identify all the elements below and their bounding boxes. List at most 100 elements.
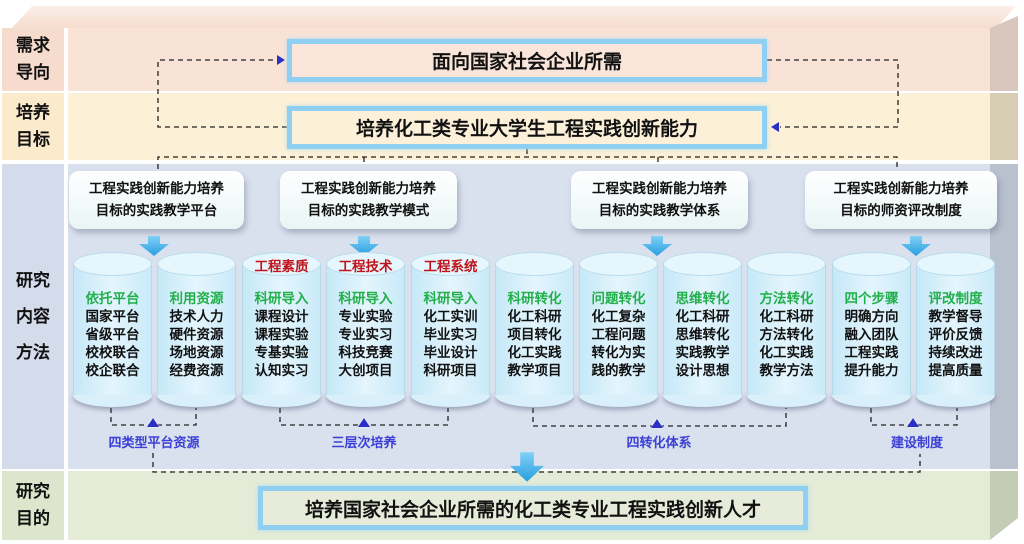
group-label-institution: 建设制度 bbox=[890, 436, 943, 451]
cylinder: 工程系统科研导入化工实训毕业实习毕业设计科研项目 bbox=[411, 252, 490, 407]
cylinder-text: 利用资源技术人力硬件资源场地资源经费资源 bbox=[157, 290, 236, 380]
down-arrow-icon bbox=[139, 236, 169, 256]
cylinder-text: 评改制度教学督导评价反馈持续改进提高质量 bbox=[916, 290, 995, 380]
cylinder-body bbox=[157, 264, 236, 395]
cylinder-item: 化工科研 bbox=[675, 309, 730, 325]
cylinder-item: 评价反馈 bbox=[928, 327, 983, 343]
connector-goal-to-demand bbox=[157, 59, 287, 128]
cylinder-header: 工程系统 bbox=[423, 259, 478, 275]
down-arrow-icon bbox=[901, 236, 931, 256]
cylinder-title: 思维转化 bbox=[675, 291, 730, 307]
cylinder-body bbox=[579, 264, 658, 395]
triangle-pointer-icon bbox=[651, 419, 663, 428]
cylinder-text: 科研转化化工科研项目转化化工实践教学项目 bbox=[495, 290, 574, 380]
cylinder-item: 化工科研 bbox=[759, 309, 814, 325]
cylinder: 依托平台国家平台省级平台校校联合校企联合 bbox=[73, 252, 152, 407]
row-label-text: 方法 bbox=[16, 342, 50, 363]
cylinder-text: 四个步骤明确方向融入团队工程实践提升能力 bbox=[832, 290, 911, 380]
goal-box-system-institution: 工程实践创新能力培养 目标的师资评改制度 bbox=[805, 171, 997, 229]
connector-demand-to-goal bbox=[767, 59, 899, 128]
cylinder-item: 省级平台 bbox=[85, 327, 140, 343]
cylinder-item: 科技竞赛 bbox=[338, 345, 393, 361]
bracket-group-4 bbox=[870, 408, 958, 426]
cylinder-header: 工程技术 bbox=[338, 259, 393, 275]
row-label-purpose: 研究目的 bbox=[2, 471, 66, 540]
row-label-demand: 需求导向 bbox=[2, 28, 66, 91]
goal-box-line: 工程实践创新能力培养 bbox=[301, 181, 436, 197]
cylinder-item: 融入团队 bbox=[844, 327, 899, 343]
down-arrow-icon bbox=[642, 236, 672, 256]
cylinder-item: 硬件资源 bbox=[169, 327, 224, 343]
cylinder: 四个步骤明确方向融入团队工程实践提升能力 bbox=[832, 252, 911, 407]
demand-title: 面向国家社会企业所需 bbox=[431, 51, 622, 73]
row-label-content: 研究内容方法 bbox=[2, 164, 66, 469]
cylinder: 科研转化化工科研项目转化化工实践教学项目 bbox=[495, 252, 574, 407]
cylinder: 方法转化化工科研方法转化化工实践教学方法 bbox=[747, 252, 826, 407]
row-label-text: 内容 bbox=[16, 306, 50, 327]
cylinder: 思维转化化工科研思维转化实践教学设计思想 bbox=[663, 252, 742, 407]
row-label-text: 导向 bbox=[16, 62, 50, 83]
cylinder-item: 化工复杂 bbox=[591, 309, 646, 325]
cylinder-body bbox=[832, 264, 911, 395]
goal-box-system: 工程实践创新能力培养 目标的实践教学体系 bbox=[571, 171, 748, 229]
cylinder-item: 工程问题 bbox=[591, 327, 646, 343]
goal-box-line: 工程实践创新能力培养 bbox=[833, 181, 969, 197]
cylinder-item: 毕业设计 bbox=[423, 345, 478, 361]
cylinder-text: 依托平台国家平台省级平台校校联合校企联合 bbox=[73, 290, 152, 380]
cylinder-item: 校企联合 bbox=[85, 363, 140, 379]
cylinder-body bbox=[411, 264, 490, 395]
cylinder-top bbox=[242, 252, 321, 276]
goal-box-platform: 工程实践创新能力培养 目标的实践教学平台 bbox=[69, 171, 244, 229]
cylinder-item: 经费资源 bbox=[169, 363, 224, 379]
cylinder-item: 方法转化 bbox=[759, 327, 814, 343]
group-label-platform: 四类型平台资源 bbox=[108, 436, 200, 451]
cylinder-item: 专业实习 bbox=[338, 327, 393, 343]
cylinder-item: 化工实训 bbox=[423, 309, 478, 325]
triangle-pointer-icon bbox=[147, 418, 159, 427]
demand-title-box: 面向国家社会企业所需 bbox=[287, 39, 767, 82]
cylinder: 利用资源技术人力硬件资源场地资源经费资源 bbox=[157, 252, 236, 407]
cylinder-item: 国家平台 bbox=[85, 309, 140, 325]
cylinder-item: 毕业实习 bbox=[423, 327, 478, 343]
cylinder-item: 持续改进 bbox=[928, 345, 983, 361]
cylinder-item: 化工科研 bbox=[507, 309, 562, 325]
cylinder-top bbox=[916, 252, 995, 276]
triangle-pointer-icon bbox=[907, 418, 919, 427]
cylinder-text: 问题转化化工复杂工程问题转化为实践的教学 bbox=[579, 290, 658, 380]
cylinder-header: 工程素质 bbox=[254, 259, 309, 275]
cylinder-text: 科研导入课程设计课程实验专基实验认知实习 bbox=[242, 290, 321, 380]
cylinder-body bbox=[242, 264, 321, 395]
cylinder-item: 技术人力 bbox=[169, 309, 224, 325]
row-label-goal: 培养目标 bbox=[2, 93, 66, 160]
goal-box-line: 目标的实践教学模式 bbox=[307, 203, 430, 219]
row-label-text: 培养 bbox=[16, 102, 50, 123]
cylinder-top bbox=[579, 252, 658, 276]
cylinder-title: 方法转化 bbox=[759, 291, 814, 307]
row-label-text: 目的 bbox=[16, 508, 50, 529]
triangle-pointer-icon bbox=[277, 55, 285, 65]
cylinder-item: 课程实验 bbox=[254, 327, 309, 343]
cylinder-body bbox=[495, 264, 574, 395]
cylinder-body bbox=[326, 264, 405, 395]
cylinder-item: 提高质量 bbox=[928, 363, 983, 379]
cylinder: 工程素质科研导入课程设计课程实验专基实验认知实习 bbox=[242, 252, 321, 407]
cylinder-item: 大创项目 bbox=[338, 363, 393, 379]
cylinder-title: 科研导入 bbox=[338, 291, 393, 307]
bracket-group-1 bbox=[110, 408, 197, 426]
cylinder-title: 问题转化 bbox=[591, 291, 646, 307]
connector-groups-to-purpose bbox=[152, 453, 921, 473]
cylinder-title: 四个步骤 bbox=[844, 291, 899, 307]
goal-box-line: 工程实践创新能力培养 bbox=[592, 181, 727, 197]
cylinder-item: 转化为实 bbox=[591, 345, 646, 361]
cylinder-item: 专基实验 bbox=[254, 345, 309, 361]
purpose-title: 培养国家社会企业所需的化工类专业工程实践创新人才 bbox=[304, 498, 761, 521]
cylinder-top bbox=[157, 252, 236, 276]
cylinder-item: 提升能力 bbox=[844, 363, 899, 379]
cylinder-item: 设计思想 bbox=[675, 363, 730, 379]
cylinder: 问题转化化工复杂工程问题转化为实践的教学 bbox=[579, 252, 658, 407]
down-arrow-icon bbox=[510, 452, 544, 482]
goal-box-line: 目标的实践教学体系 bbox=[598, 203, 721, 219]
triangle-pointer-icon bbox=[771, 122, 779, 132]
cylinder-item: 教学督导 bbox=[928, 309, 983, 325]
cylinder-top bbox=[73, 252, 152, 276]
